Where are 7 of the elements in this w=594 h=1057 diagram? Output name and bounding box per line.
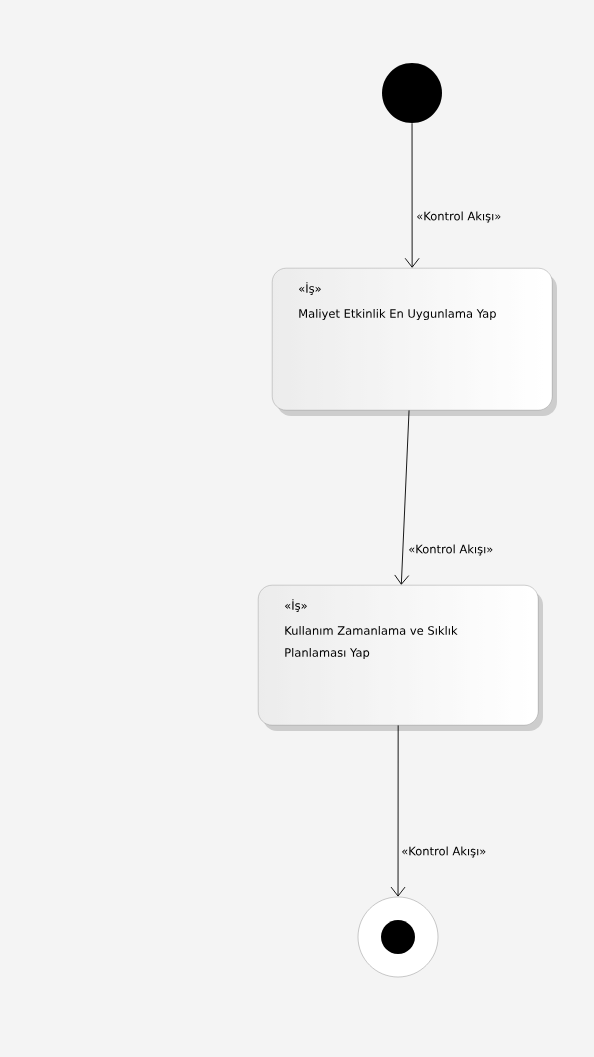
final-node — [357, 896, 439, 978]
action-box: «İş» Maliyet Etkinlik En Uygunlama Yap — [272, 268, 557, 416]
arrow — [390, 724, 406, 897]
initial-node — [382, 63, 442, 123]
arrow — [404, 122, 420, 268]
arrow — [394, 409, 410, 585]
action-box: «İş» Kullanım Zamanlama ve Sıklık Planlaması Yap — [258, 585, 543, 731]
